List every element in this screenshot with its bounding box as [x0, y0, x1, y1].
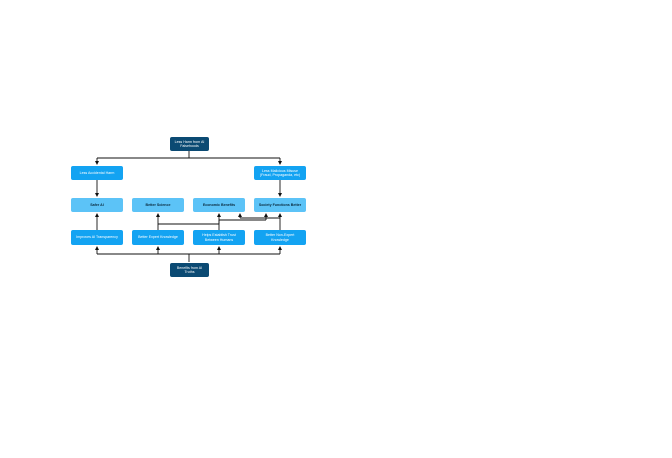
node-improves-ai-transparency: Improves AI Transparency	[71, 230, 123, 245]
node-label-line: Between Humans	[204, 237, 234, 242]
node-better-non-expert-knowledge: Better Non-Expert Knowledge	[254, 230, 306, 245]
node-label-line: Better Non-Expert	[265, 233, 295, 238]
node-label-line: Benefits from AI	[176, 265, 203, 270]
node-better-science: Better Science	[132, 198, 184, 212]
node-less-harm-from-ai-falsehoods: Less Harm from AI Falsehoods	[170, 137, 209, 151]
node-economic-benefits: Economic Benefits	[193, 198, 245, 212]
node-label: Better Science	[145, 202, 171, 207]
node-less-malicious-misuse: Less Malicious Misuse (Fraud, Propaganda…	[254, 166, 306, 180]
node-label: Improves AI Transparency	[76, 235, 118, 240]
node-helps-establish-trust: Helps Establish Trust Between Humans	[193, 230, 245, 245]
node-label-line: (Fraud, Propaganda, etc)	[259, 173, 301, 177]
node-label-line: Less Malicious Misuse	[262, 168, 298, 173]
node-society-functions-better: Society Functions Better	[254, 198, 306, 212]
node-label-line: Knowledge	[271, 237, 289, 242]
node-label: Society Functions Better	[258, 202, 302, 207]
node-benefits-from-ai-truths: Benefits from AI Truths	[170, 263, 209, 277]
node-label-line: Helps Establish Trust	[202, 233, 236, 238]
node-label: Safer AI	[90, 202, 104, 207]
node-label: Less Accidental Harm	[79, 170, 115, 175]
node-less-accidental-harm: Less Accidental Harm	[71, 166, 123, 180]
node-label: Economic Benefits	[202, 202, 236, 207]
node-label-line: Falsehoods	[180, 144, 199, 148]
node-label: Better Expert Knowledge	[138, 235, 178, 240]
node-safer-ai: Safer AI	[71, 198, 123, 212]
node-label-line: Truths	[184, 270, 195, 274]
node-better-expert-knowledge: Better Expert Knowledge	[132, 230, 184, 245]
node-label-line: Less Harm from AI	[174, 139, 205, 144]
